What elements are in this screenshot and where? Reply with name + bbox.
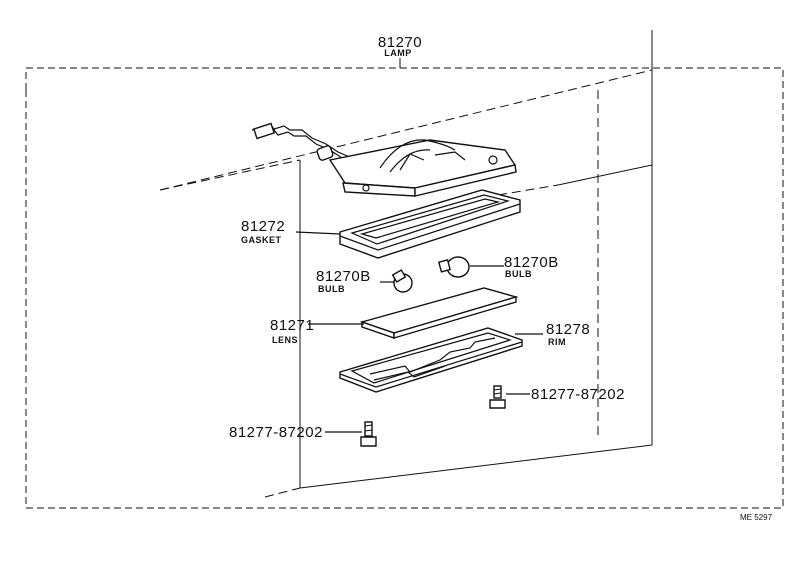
label-lamp: 81270 LAMP	[378, 34, 422, 58]
body-panel	[159, 30, 653, 498]
label-lens: 81271 LENS	[270, 317, 314, 345]
bulb-right	[437, 256, 470, 278]
label-rim: 81278 RIM	[546, 321, 590, 347]
figure-code: ME 5297	[740, 513, 773, 522]
lens-number: 81271	[270, 317, 314, 334]
gasket	[339, 189, 521, 259]
screw-left-number: 81277-87202	[229, 424, 323, 441]
gasket-number: 81272	[241, 218, 285, 235]
label-bulb-right: 81270B BULB	[504, 254, 559, 279]
gasket-name: GASKET	[241, 235, 282, 245]
lens	[359, 287, 519, 339]
leader-lines	[295, 231, 543, 433]
bulb-right-name: BULB	[505, 269, 532, 279]
label-screw-right: 81277-87202	[531, 386, 625, 403]
bulb-left-name: BULB	[318, 284, 345, 294]
assembly-boundary	[25, 58, 784, 509]
rim	[339, 327, 523, 393]
label-screw-left: 81277-87202	[229, 424, 323, 441]
label-gasket: 81272 GASKET	[241, 218, 285, 245]
screw-right	[489, 385, 506, 409]
rim-number: 81278	[546, 321, 590, 338]
label-bulb-left: 81270B BULB	[316, 268, 371, 294]
bulb-right-number: 81270B	[504, 254, 559, 271]
screw-right-number: 81277-87202	[531, 386, 625, 403]
rim-name: RIM	[548, 337, 566, 347]
lamp-housing	[251, 122, 517, 197]
bulb-left	[391, 269, 413, 293]
screw-left	[360, 421, 377, 447]
lamp-name: LAMP	[384, 48, 412, 58]
lens-name: LENS	[272, 335, 298, 345]
lamp-number: 81270	[378, 34, 422, 51]
bulb-left-number: 81270B	[316, 268, 371, 285]
